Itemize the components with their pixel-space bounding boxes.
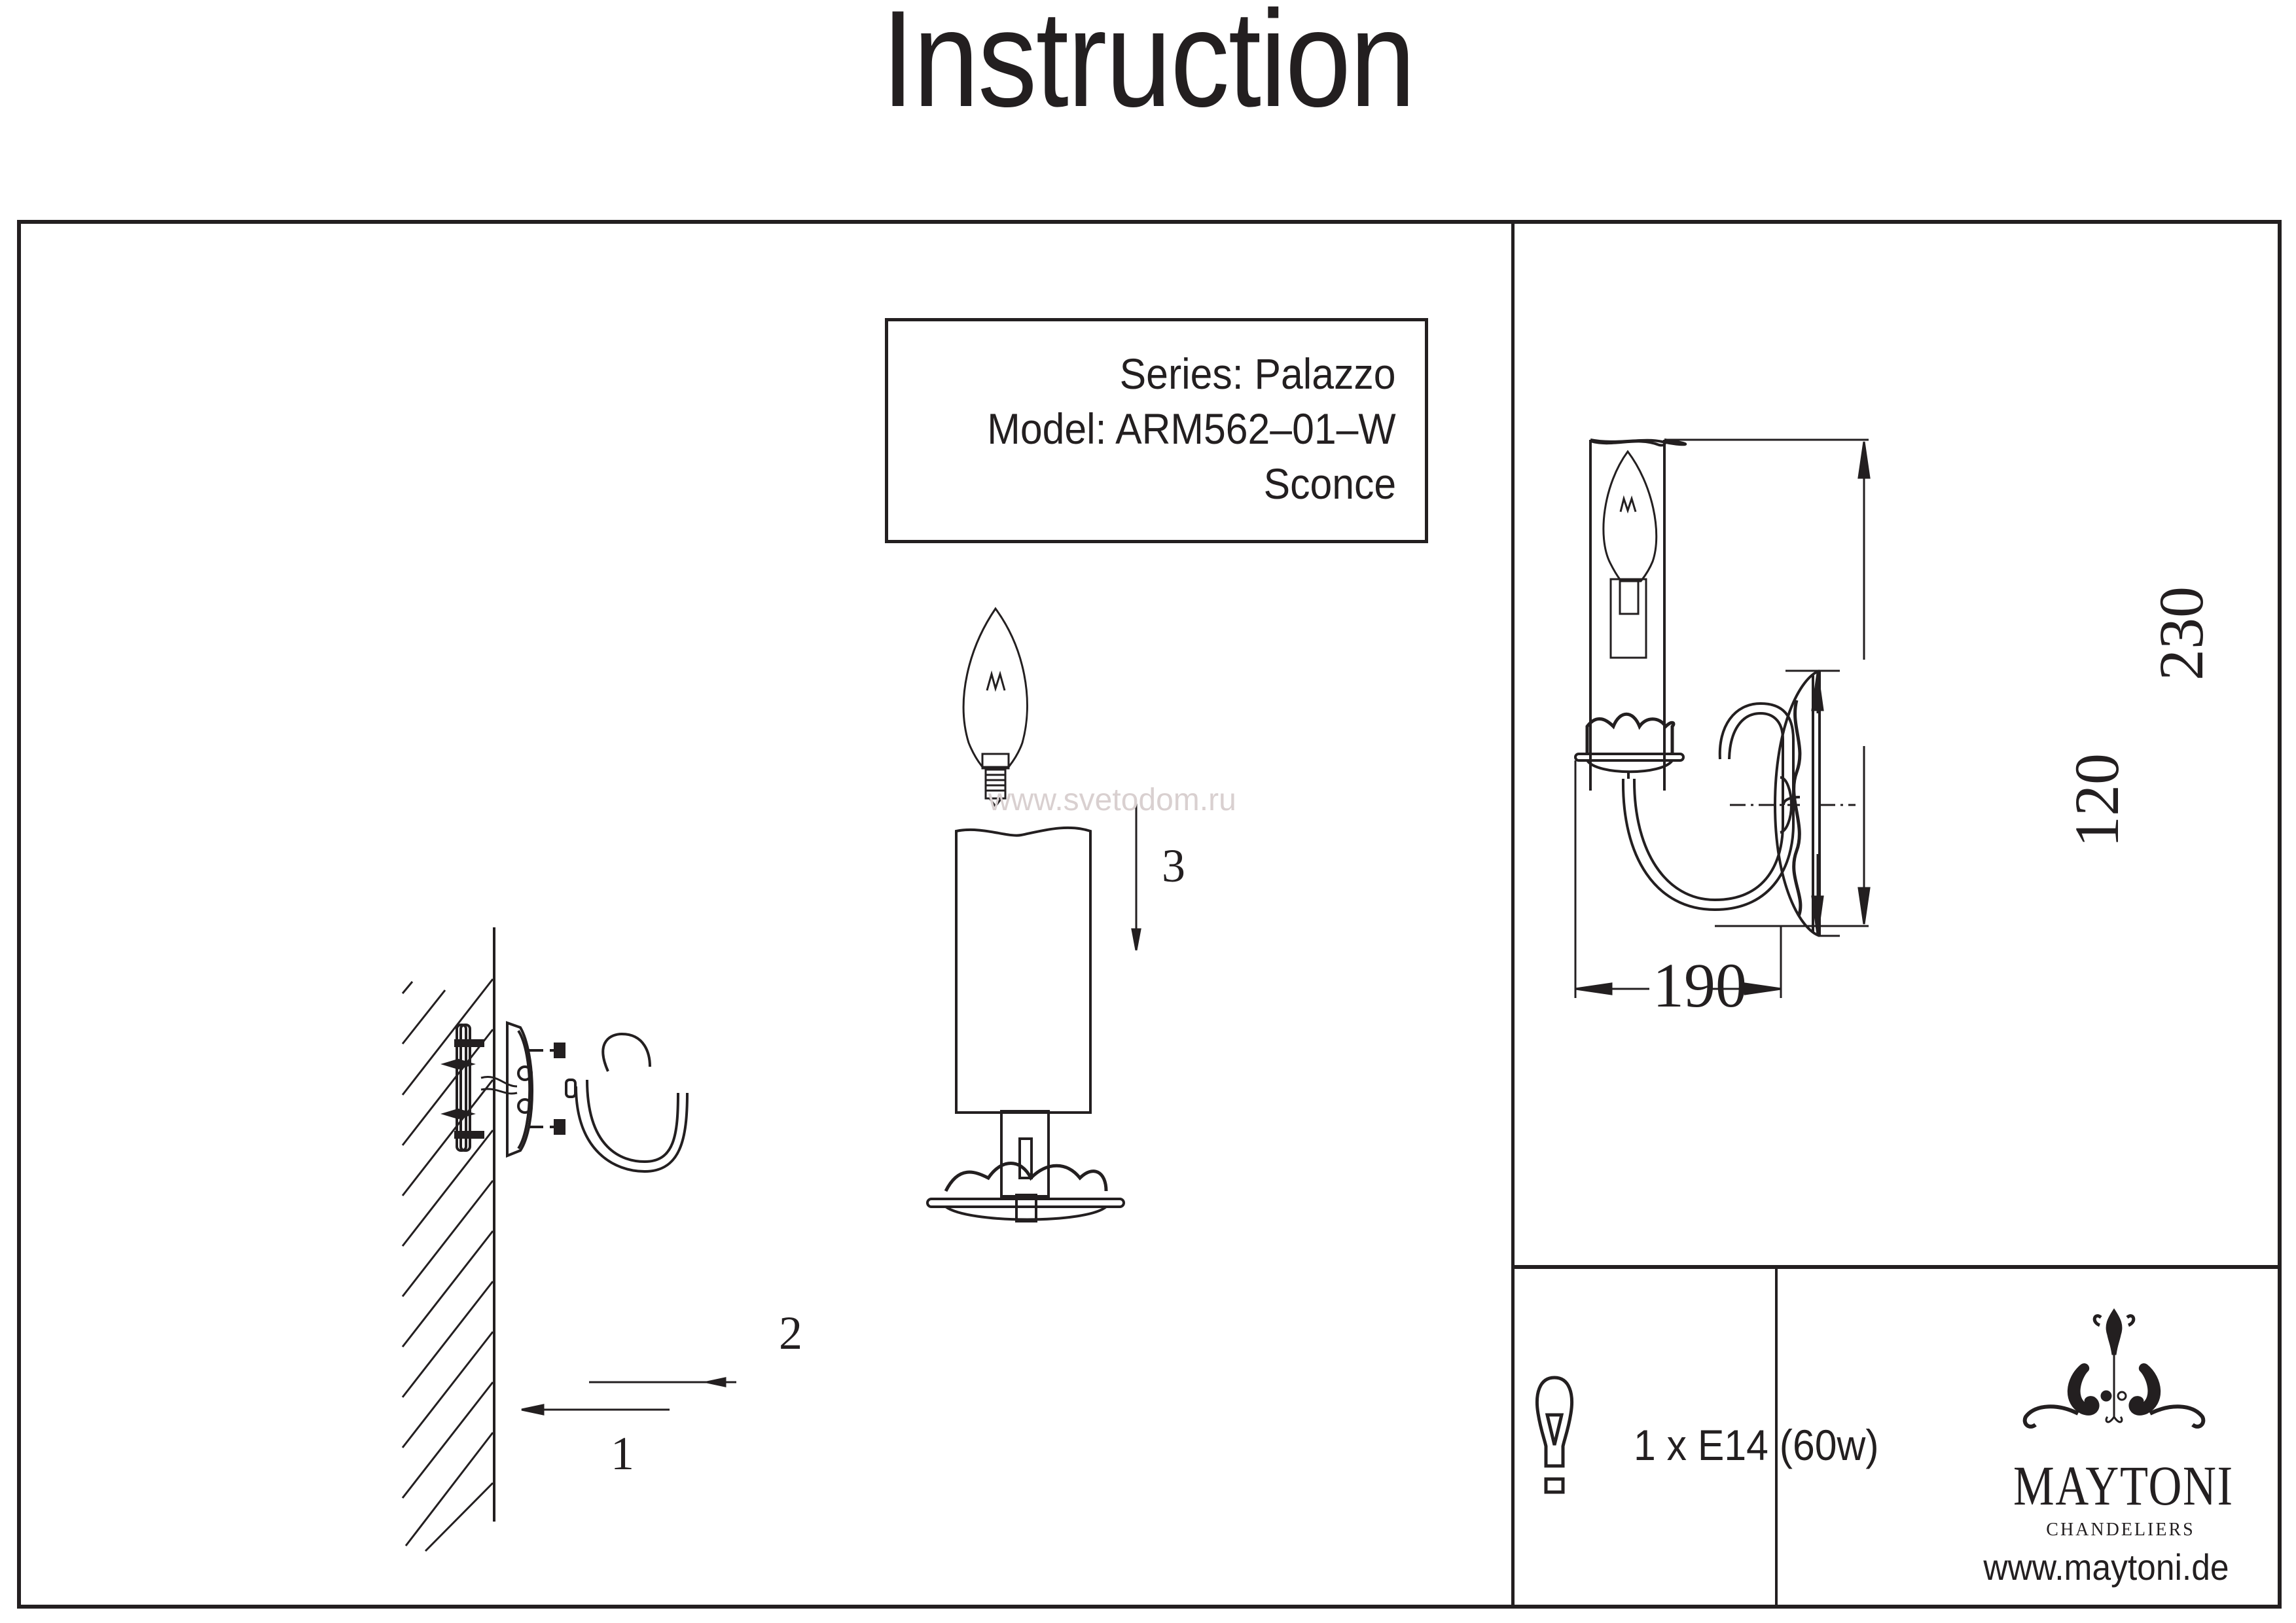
backplate-dimension-label: 120 xyxy=(2062,753,2132,847)
chandelier-ornament-icon xyxy=(2022,1308,2206,1429)
step-number-1: 1 xyxy=(611,1427,634,1480)
drawing-frame xyxy=(17,220,2282,1609)
lightbulb-icon xyxy=(1535,1376,1574,1494)
dimensioned-cup xyxy=(1574,712,1685,779)
brand-name: MAYTONI xyxy=(2013,1454,2234,1517)
step-arrows xyxy=(521,804,1141,1416)
wall-hatching xyxy=(401,927,495,1552)
dimensioned-backplate xyxy=(1773,669,1821,937)
model-label: Model: ARM562–01–W xyxy=(987,404,1396,453)
brand-subtitle: CHANDELIERS xyxy=(2046,1520,2195,1540)
candle-bulb xyxy=(962,607,1028,808)
width-dimension-label: 190 xyxy=(1653,950,1747,1020)
series-label: Series: Palazzo xyxy=(1120,349,1396,398)
dimensioned-bulb xyxy=(1602,450,1658,659)
candle-cup xyxy=(926,1110,1125,1222)
brand-website-link[interactable]: www.maytoni.de xyxy=(1983,1546,2229,1588)
bulb-spec-text: 1 x E14 (60w) xyxy=(1634,1421,1879,1469)
step-number-3: 3 xyxy=(1162,840,1185,892)
candle-sleeve xyxy=(955,826,1092,1114)
height-dimension-label: 230 xyxy=(2146,586,2216,681)
assembly-diagram xyxy=(401,607,1141,1552)
lamp-arm xyxy=(565,1032,689,1173)
dimensioned-sleeve xyxy=(1589,438,1687,791)
model-info-box: Series: Palazzo Model: ARM562–01–W Sconc… xyxy=(885,318,1428,543)
footer-divider xyxy=(1775,1267,1778,1605)
watermark-text: www.svetodom.ru xyxy=(988,783,1236,817)
dimensioned-arm xyxy=(1621,702,1795,912)
panel-divider-horizontal xyxy=(1511,1265,2278,1269)
page-title: Instruction xyxy=(881,0,1416,135)
step-number-2: 2 xyxy=(779,1307,802,1359)
backplate xyxy=(506,1021,565,1158)
type-label: Sconce xyxy=(1263,459,1396,508)
dimension-lines xyxy=(1574,438,1871,998)
panel-divider-vertical xyxy=(1511,220,1515,1605)
dimension-diagram xyxy=(1574,438,1871,998)
mounting-bar xyxy=(440,1024,484,1152)
